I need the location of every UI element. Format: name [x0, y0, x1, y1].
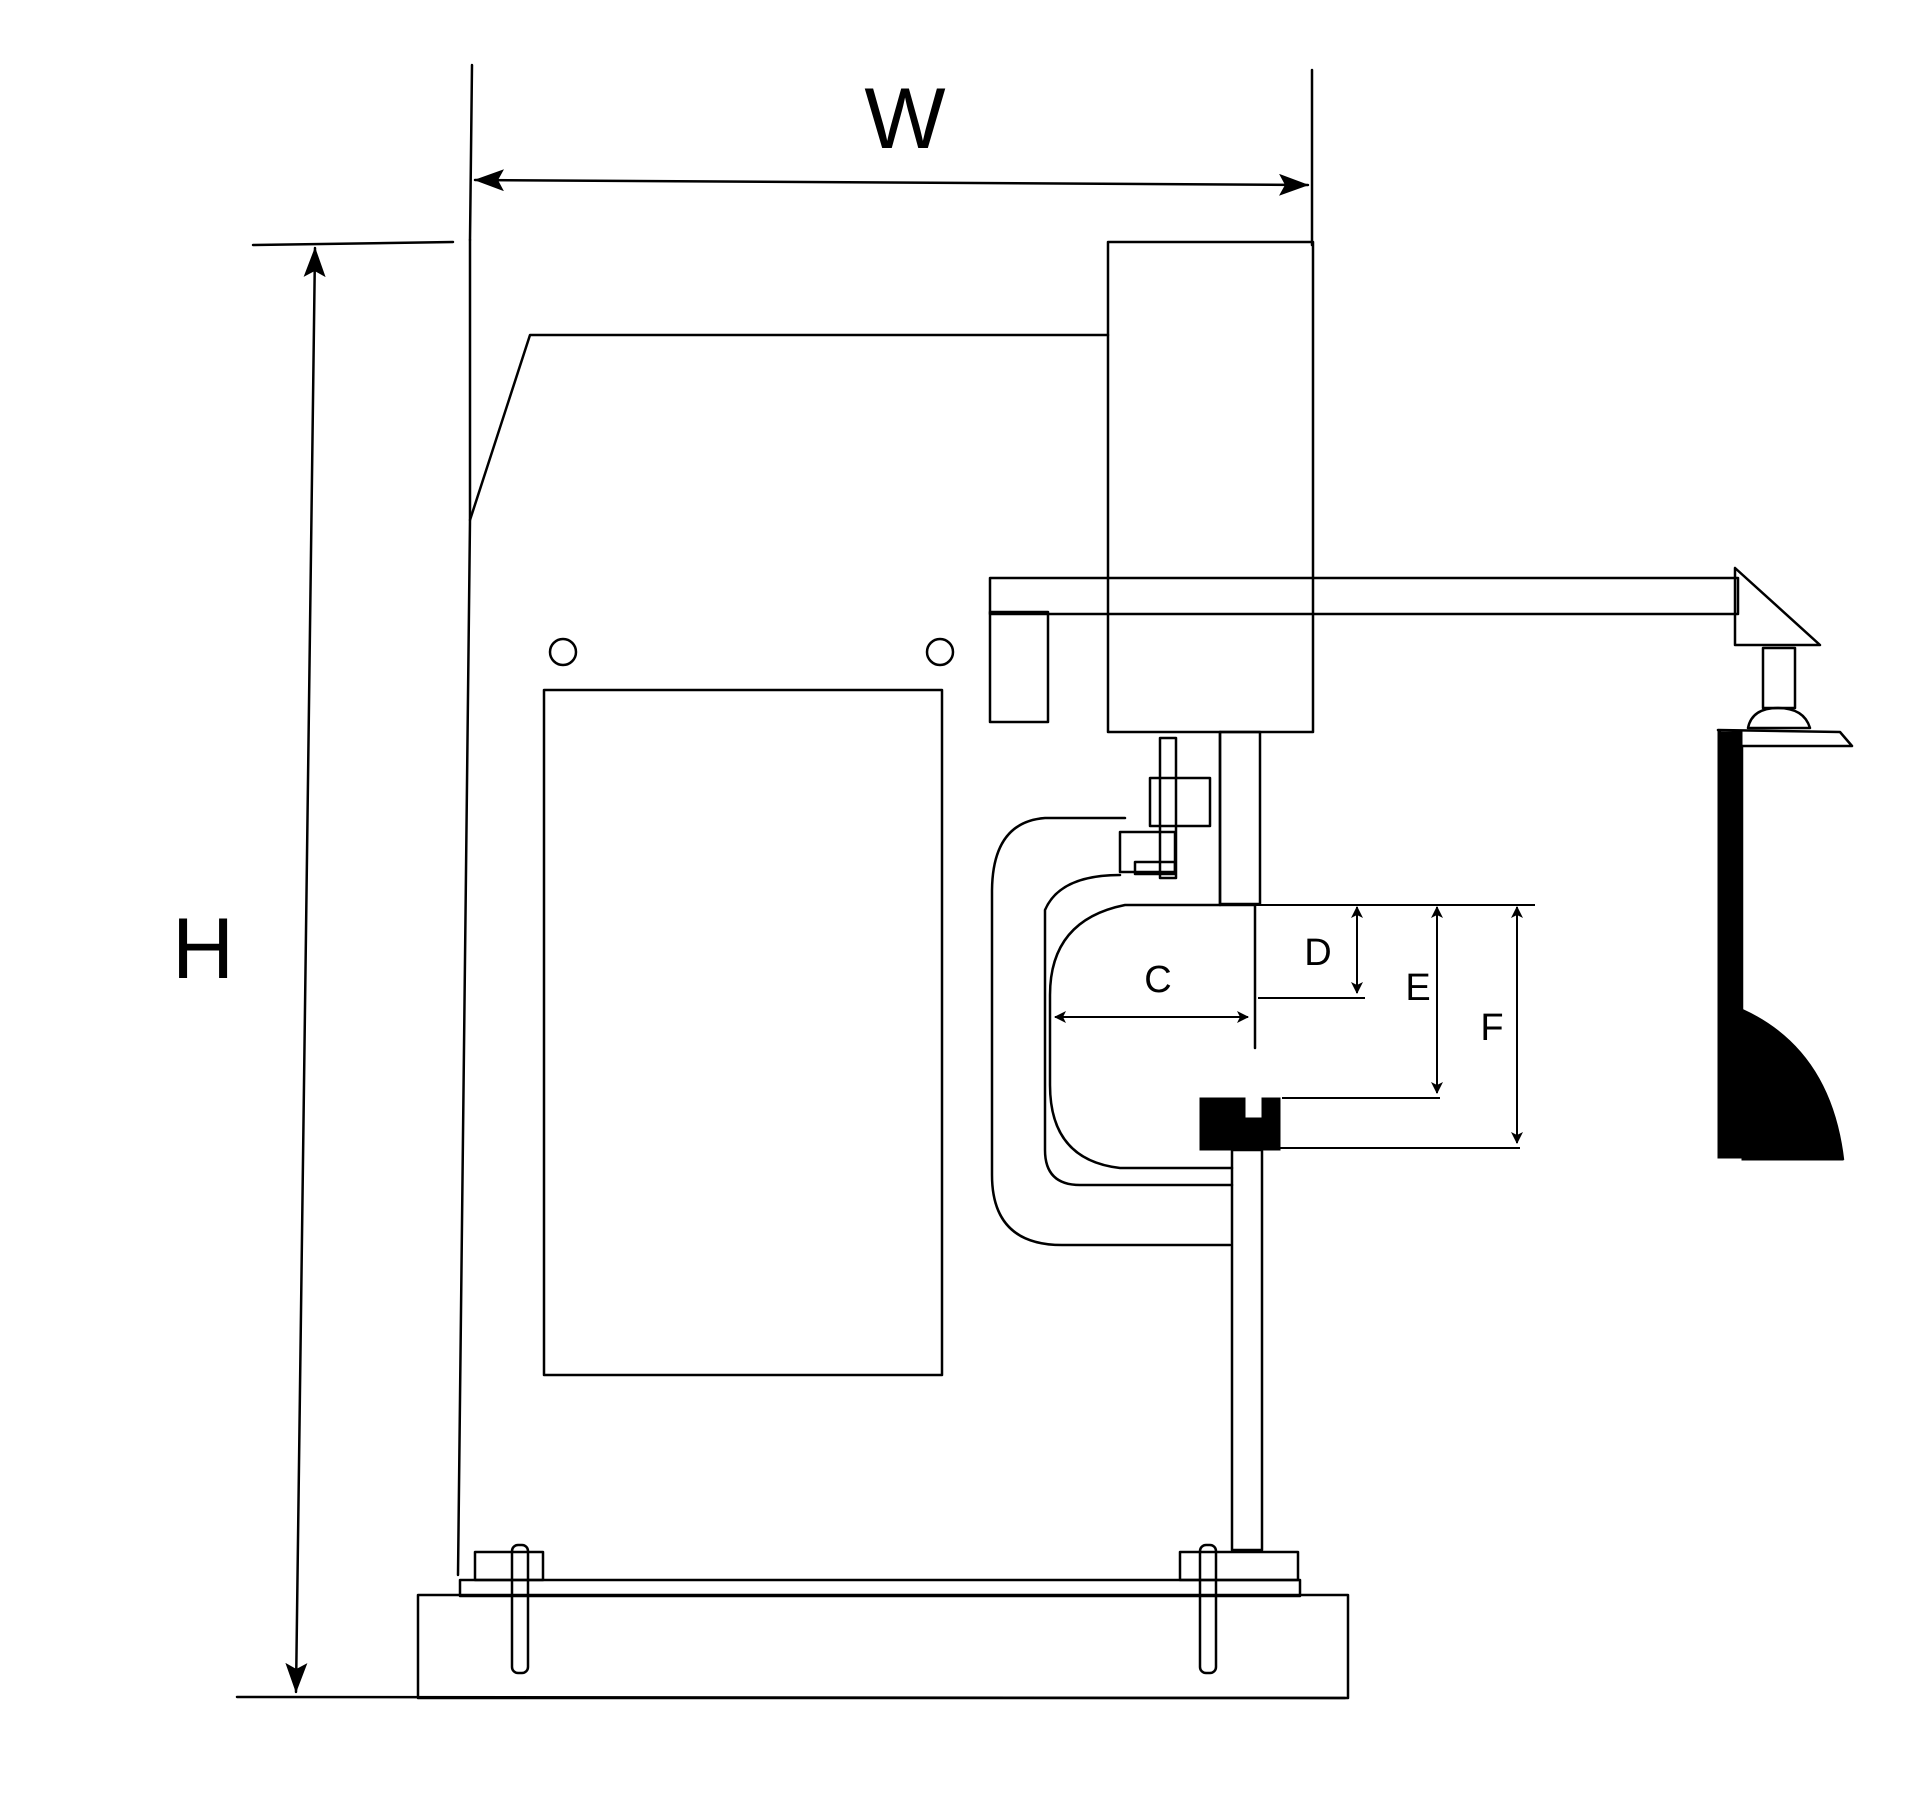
lower-electrode [1199, 1097, 1281, 1552]
width-label: W [864, 71, 945, 167]
body-left-edge [456, 238, 472, 1577]
lower-die [1199, 1097, 1281, 1151]
width-extension-left [468, 63, 474, 242]
control-panel [542, 688, 944, 1377]
body-top-slant [468, 333, 1110, 522]
clamp-arm [1118, 830, 1177, 874]
d-dimension: D [1256, 904, 1535, 999]
upper-ram [1218, 730, 1262, 906]
height-label: H [172, 901, 234, 997]
lower-post [1230, 1148, 1264, 1552]
upper-column [1106, 240, 1315, 734]
electrode-nose [1048, 903, 1257, 1170]
panel-lamp-left [548, 637, 578, 667]
horn-outer [990, 816, 1232, 1247]
width-dimension: W [468, 63, 1314, 247]
c-dimension: C [1054, 959, 1249, 1023]
foot-right [1178, 1550, 1300, 1582]
bolt-right [1198, 1543, 1218, 1675]
foot-left [473, 1550, 545, 1582]
bolt-left [510, 1543, 530, 1675]
base [416, 1543, 1350, 1700]
f-label: F [1480, 1007, 1503, 1049]
height-extension-top [251, 240, 455, 247]
e-dimension: E [1282, 906, 1443, 1099]
pendant-outline [1740, 745, 1845, 1161]
arm-stub [988, 610, 1050, 724]
clamp-foot [1133, 860, 1177, 876]
pendant-stem [1761, 646, 1797, 710]
arm-beam [988, 576, 1740, 616]
machine-body [456, 238, 1315, 1577]
panel-lamp-right [925, 637, 955, 667]
clamp-post [1158, 736, 1178, 880]
e-label: E [1405, 967, 1430, 1009]
d-label: D [1304, 932, 1331, 974]
width-arrow [473, 169, 1310, 196]
c-label: C [1144, 959, 1171, 1001]
pendant-housing [1717, 731, 1844, 1161]
base-rail [458, 1578, 1302, 1598]
top-arm [988, 566, 1854, 1161]
arm-tip [1733, 566, 1822, 647]
base-plinth [416, 1593, 1350, 1700]
clamp-block [1148, 776, 1212, 828]
pendant-joint [1746, 706, 1812, 730]
f-dimension: F [1262, 906, 1523, 1149]
upper-electrode [990, 730, 1262, 1247]
horn-inner [1043, 873, 1234, 1187]
height-arrow [285, 246, 326, 1694]
